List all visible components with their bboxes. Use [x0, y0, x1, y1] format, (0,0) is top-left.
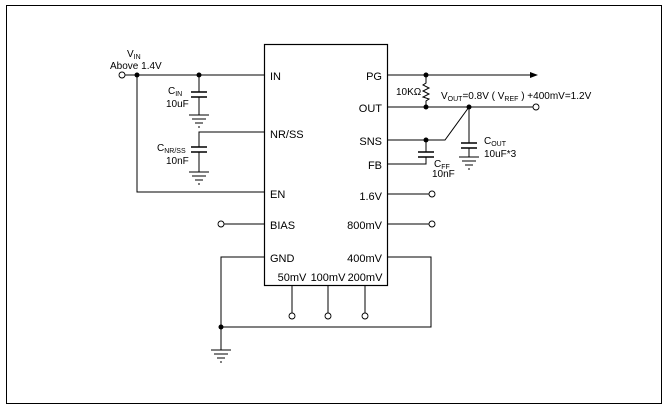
pin-800mv: 800mV	[347, 220, 383, 232]
main-ground-icon	[211, 349, 231, 363]
terminal-200mv	[361, 312, 369, 320]
pin-100mv: 100mV	[311, 272, 347, 284]
vin-label: VIN	[127, 49, 141, 61]
pin-nr-ss: NR/SS	[270, 129, 304, 141]
cout-label: COUT	[484, 136, 507, 148]
vout-terminal	[532, 103, 540, 111]
cff-label: CFF	[434, 159, 450, 171]
cout-ground-icon	[459, 156, 479, 170]
junction-out-a	[423, 104, 429, 110]
cnrss-label: CNR/SS	[157, 143, 186, 155]
cff-value: 10nF	[432, 169, 455, 180]
cin-value: 10uF	[166, 99, 189, 110]
cin-plates	[191, 91, 207, 98]
pin-fb: FB	[368, 160, 382, 172]
pin-200mv: 200mV	[348, 272, 384, 284]
pin-bias: BIAS	[270, 220, 295, 232]
pin-out: OUT	[359, 103, 383, 115]
wire-vin-en	[136, 75, 264, 193]
cnrss-value: 10nF	[166, 156, 189, 167]
pin-in: IN	[270, 71, 281, 83]
cin-ground-icon	[189, 114, 209, 128]
terminal-800mv	[428, 220, 436, 228]
wire-cff	[388, 140, 427, 165]
cff-plates	[418, 151, 434, 158]
cnrss-ground-icon	[189, 171, 209, 185]
figure-frame	[6, 5, 662, 404]
terminal-50mv	[288, 312, 296, 320]
cin-label: CIN	[168, 86, 182, 98]
ic-body	[263, 43, 389, 287]
pin-sns: SNS	[359, 136, 382, 148]
wire-sns	[388, 106, 470, 141]
vin-note: Above 1.4V	[110, 61, 162, 72]
pin-1v6: 1.6V	[359, 191, 382, 203]
vin-terminal	[118, 71, 126, 79]
pin-en: EN	[270, 189, 285, 201]
bias-terminal	[217, 220, 225, 228]
pg-arrow-icon	[530, 72, 538, 78]
cnrss-plates	[191, 146, 207, 153]
vout-equation: VOUT=0.8V ( VREF ) +400mV=1.2V	[441, 91, 592, 103]
pin-gnd: GND	[270, 253, 295, 265]
terminal-1v6	[428, 190, 436, 198]
junction-vin	[134, 72, 140, 78]
pin-pg: PG	[366, 71, 382, 83]
resistor-value: 10KΩ	[396, 87, 422, 98]
wire-nrss	[198, 131, 264, 172]
pin-50mv: 50mV	[278, 272, 307, 284]
cout-plates	[461, 142, 477, 149]
cout-value: 10uF*3	[484, 149, 517, 160]
terminal-100mv	[324, 312, 332, 320]
resistor-pullup	[421, 75, 431, 107]
pin-400mv: 400mV	[347, 253, 383, 265]
wire-gnd-loop	[220, 256, 432, 328]
